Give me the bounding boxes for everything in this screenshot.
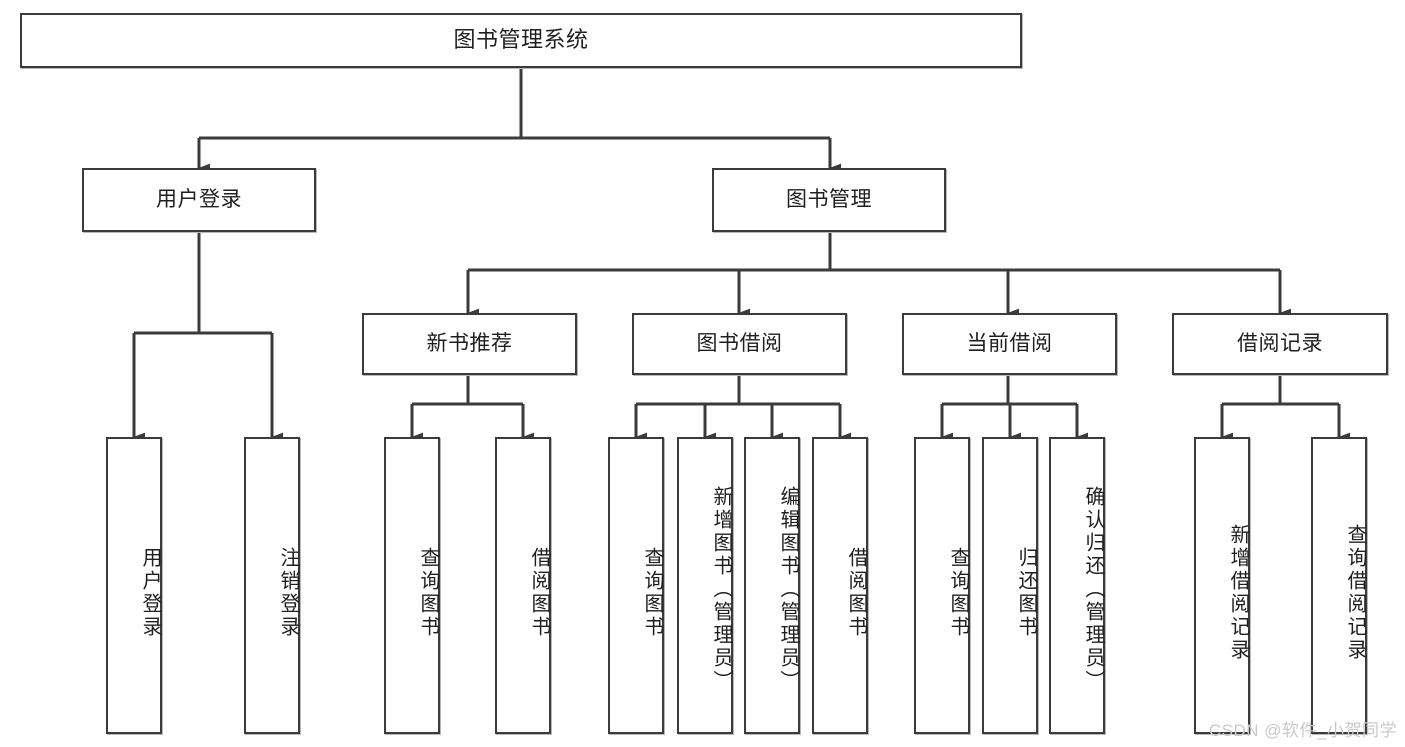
node-user-login[interactable]: 用户登录: [82, 168, 316, 232]
leaf-query-borrow-record[interactable]: 查询借阅记录: [1311, 437, 1367, 734]
leaf-borrow-book[interactable]: 借阅图书: [812, 437, 868, 734]
node-current-borrow[interactable]: 当前借阅: [902, 313, 1117, 375]
leaf-confirm-return-admin[interactable]: 确认归还（管理员）: [1049, 437, 1105, 734]
leaf-add-book-admin[interactable]: 新增图书（管理员）: [677, 437, 733, 734]
leaf-query-book-borrow[interactable]: 查询图书: [608, 437, 664, 734]
node-book-management[interactable]: 图书管理: [712, 168, 946, 232]
leaf-add-borrow-record[interactable]: 新增借阅记录: [1194, 437, 1250, 734]
leaf-query-book-new[interactable]: 查询图书: [384, 437, 440, 734]
leaf-logout[interactable]: 注销登录: [244, 437, 300, 734]
leaf-return-book[interactable]: 归还图书: [982, 437, 1038, 734]
leaf-borrow-book-new[interactable]: 借阅图书: [495, 437, 551, 734]
leaf-user-login[interactable]: 用户登录: [106, 437, 162, 734]
node-root-system[interactable]: 图书管理系统: [20, 13, 1022, 68]
leaf-edit-book-admin[interactable]: 编辑图书（管理员）: [744, 437, 800, 734]
node-new-book-recommend[interactable]: 新书推荐: [362, 313, 577, 375]
node-book-borrow[interactable]: 图书借阅: [632, 313, 847, 375]
node-borrow-record[interactable]: 借阅记录: [1172, 313, 1388, 375]
leaf-query-book-current[interactable]: 查询图书: [914, 437, 970, 734]
